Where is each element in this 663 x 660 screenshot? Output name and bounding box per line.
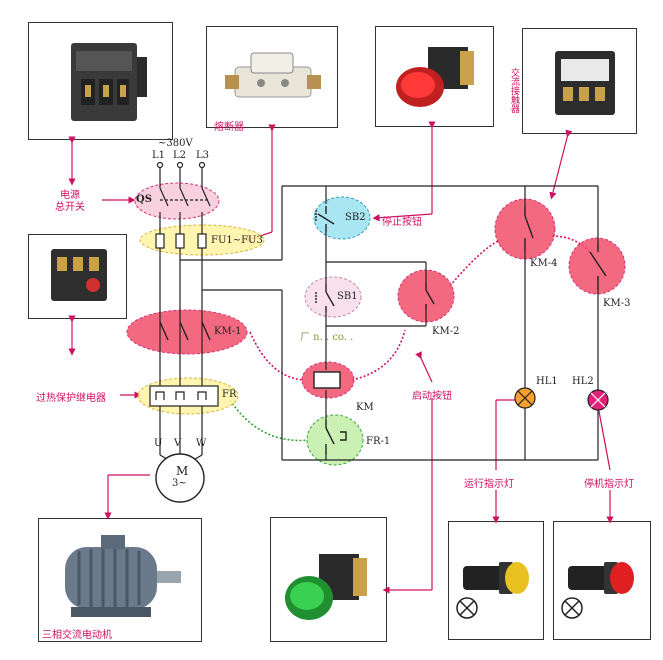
km4-label: KM-4 — [530, 258, 558, 269]
km-coil-label: KM — [356, 402, 374, 413]
w-label: W — [196, 438, 207, 449]
u-label: U — [154, 438, 163, 449]
control-wires — [325, 186, 599, 460]
sb1-symbol — [315, 284, 335, 312]
yellow-lamp-image — [456, 562, 529, 619]
start-button-label: 启动按钮 — [412, 391, 452, 402]
fuse-label: 熔断器 — [214, 122, 244, 133]
breaker-image — [71, 43, 147, 121]
run-lamp-label: 运行指示灯 — [464, 479, 514, 490]
km3-label: KM-3 — [603, 298, 631, 309]
stop-button-label: 停止按钮 — [382, 217, 422, 228]
sb2-label: SB2 — [345, 212, 366, 223]
km1-label: KM-1 — [214, 326, 242, 337]
sb2-symbol — [315, 206, 335, 232]
motor-phase-label: 3~ — [172, 478, 187, 489]
red-button-image — [396, 47, 474, 107]
sb1-label: SB1 — [337, 291, 358, 302]
power-wires — [156, 161, 598, 463]
voltage-label: ~380V — [158, 138, 193, 149]
qs-highlight — [134, 182, 220, 220]
km3-highlight — [568, 237, 626, 295]
fu-label: FU1~FU3 — [211, 235, 263, 246]
fr-element — [149, 385, 219, 407]
motor-m-label: M — [176, 464, 189, 478]
fr1-symbol — [325, 420, 347, 454]
km3-symbol — [589, 242, 607, 290]
v-label: V — [174, 438, 182, 449]
sb1-highlight — [304, 276, 362, 318]
contactor-photo — [522, 28, 637, 134]
motor-image — [65, 535, 181, 617]
contactor-image — [555, 51, 615, 115]
fr-link — [229, 399, 311, 442]
fr-label: FR — [222, 389, 237, 400]
dotted-links — [249, 235, 591, 381]
run-lamp-photo — [448, 521, 544, 640]
l1-label: L1 — [152, 150, 166, 161]
fr1-highlight — [306, 414, 364, 466]
fr1-label: FR-1 — [366, 436, 391, 447]
fuses — [155, 233, 207, 249]
stop-button-photo — [375, 26, 494, 127]
power-switch-photo — [28, 22, 173, 140]
overload-relay-photo — [28, 234, 127, 319]
qs-label: QS — [136, 194, 152, 205]
motor-symbol — [155, 453, 205, 503]
motor-photo — [38, 518, 202, 642]
km2-symbol — [425, 282, 435, 310]
red-lamp-image — [561, 562, 634, 619]
fuse-photo — [206, 26, 338, 128]
km-coil — [313, 371, 341, 389]
start-button-photo — [270, 517, 387, 642]
fuse-image — [225, 52, 321, 98]
overload-relay-label: 过热保护继电器 — [36, 393, 106, 404]
sb2-highlight — [313, 196, 371, 240]
hl1-label: HL1 — [536, 376, 558, 387]
l3-label: L3 — [196, 150, 210, 161]
contactor-label: 交流接触器 — [508, 68, 519, 117]
l2-label: L2 — [173, 150, 187, 161]
power-switch-label-1: 电源 — [60, 190, 80, 201]
contactor-label-text: 交流接触器 — [509, 68, 519, 113]
relay-image — [51, 249, 107, 301]
km2-label: KM-2 — [432, 326, 460, 337]
km1-highlight — [126, 309, 248, 355]
hl1-lamp — [514, 387, 536, 409]
km4-symbol — [524, 206, 534, 252]
hl2-label: HL2 — [572, 376, 594, 387]
motor-caption: 三相交流电动机 — [42, 630, 112, 641]
green-button-image — [285, 554, 367, 620]
power-switch-label-2: 总开关 — [55, 202, 85, 213]
watermark: ㄏ n. . co. . — [300, 332, 354, 343]
stop-lamp-photo — [553, 521, 651, 640]
stop-lamp-label: 停机指示灯 — [584, 479, 634, 490]
hl2-lamp — [587, 389, 609, 411]
